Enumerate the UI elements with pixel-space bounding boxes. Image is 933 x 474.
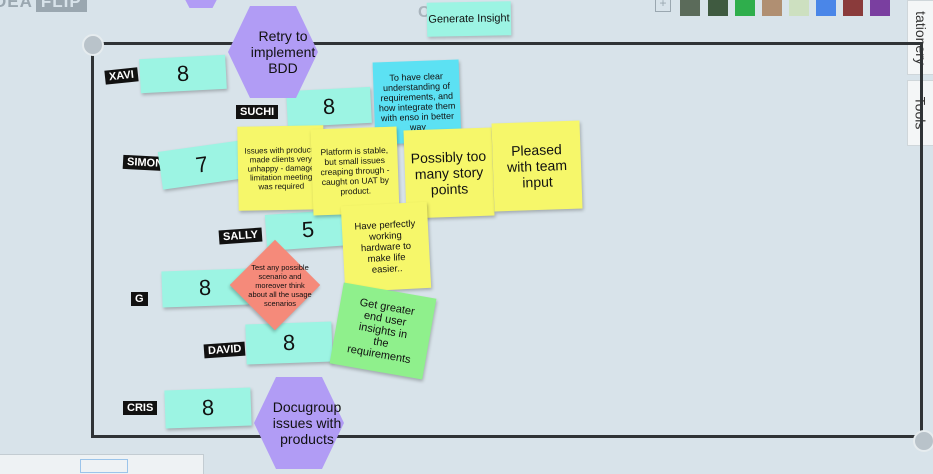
score-note-xavi[interactable]: 8 bbox=[139, 54, 227, 94]
score-note-david[interactable]: 8 bbox=[245, 321, 333, 365]
name-label-david: DAVID bbox=[203, 341, 246, 359]
hexagon-shape bbox=[254, 377, 344, 469]
resize-handle-bottom-right[interactable] bbox=[913, 430, 933, 452]
avatar-4[interactable] bbox=[762, 0, 782, 16]
minimap-viewport[interactable] bbox=[80, 459, 128, 473]
avatar-5[interactable] bbox=[789, 0, 809, 16]
avatar-8[interactable] bbox=[870, 0, 890, 16]
name-label-sally: SALLY bbox=[218, 227, 263, 245]
avatar-3[interactable] bbox=[735, 0, 755, 16]
sticky-retry-bdd[interactable]: Retry to implement BDD bbox=[228, 4, 318, 100]
name-label-cris: CRIS bbox=[123, 401, 158, 415]
hexagon-shape bbox=[228, 6, 318, 98]
plus-icon[interactable]: + bbox=[655, 0, 671, 12]
sticky-greater-insights[interactable]: Get greater end user insights in the req… bbox=[329, 282, 437, 380]
resize-handle-top-left[interactable] bbox=[82, 34, 104, 56]
minimap[interactable] bbox=[0, 454, 204, 474]
board-frame[interactable] bbox=[91, 42, 923, 438]
avatar-6[interactable] bbox=[816, 0, 836, 16]
sticky-platform-stable[interactable]: Platform is stable, but small issues cre… bbox=[310, 126, 400, 216]
avatar-7[interactable] bbox=[843, 0, 863, 16]
name-label-suchi: SUCHI bbox=[236, 105, 279, 119]
avatar-2[interactable] bbox=[708, 0, 728, 16]
avatar-1[interactable] bbox=[680, 0, 700, 16]
generate-insight-button[interactable]: Generate Insight bbox=[426, 1, 512, 37]
sticky-docugroup[interactable]: Docugroup issues with products bbox=[254, 375, 344, 471]
sticky-hexagon-partial[interactable] bbox=[178, 0, 224, 8]
name-label-g: G bbox=[131, 292, 148, 306]
sticky-test-scenarios: Test any possible scenario and moreover … bbox=[248, 262, 312, 308]
sticky-working-hardware[interactable]: Have perfectly working hardware to make … bbox=[340, 201, 432, 293]
sticky-pleased-team[interactable]: Pleased with team input bbox=[491, 120, 583, 212]
score-note-cris[interactable]: 8 bbox=[164, 387, 252, 429]
